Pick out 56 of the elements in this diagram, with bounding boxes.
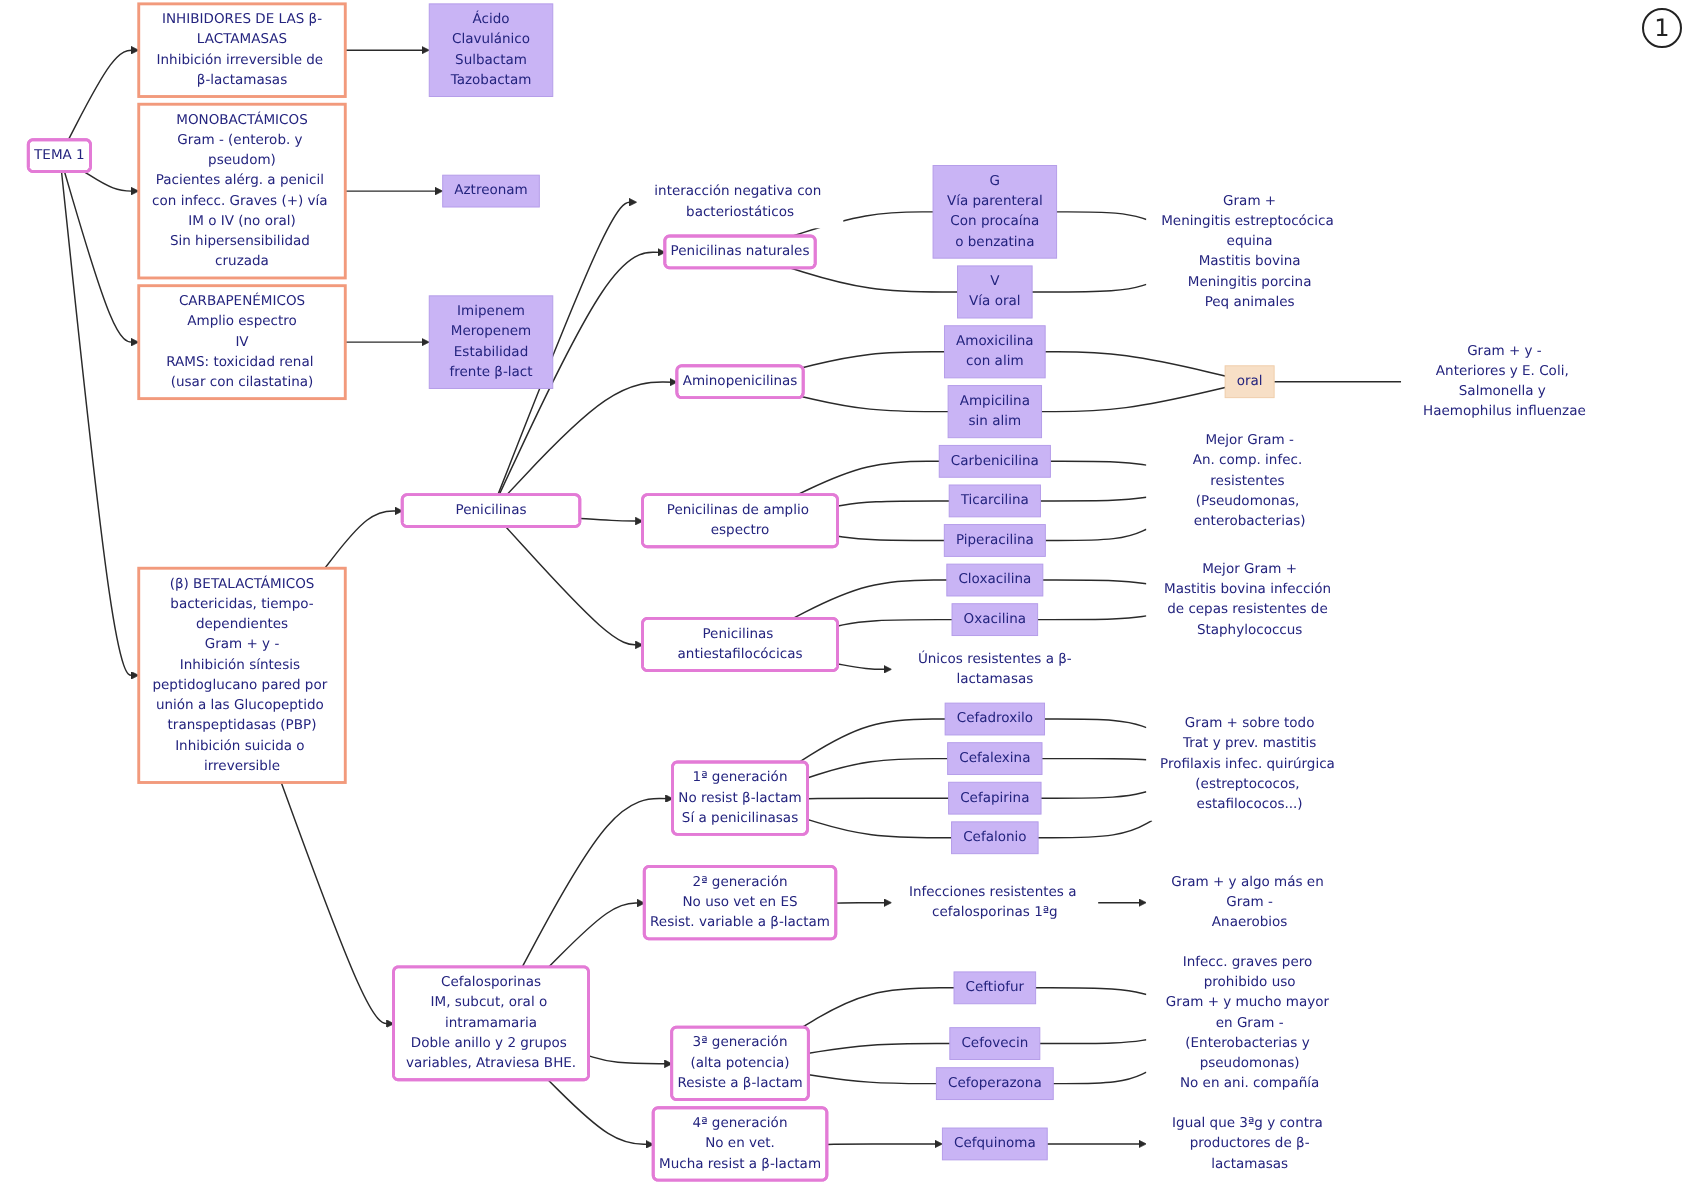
connector — [800, 987, 955, 1029]
connector — [1041, 757, 1148, 761]
connector — [837, 535, 946, 542]
arrow — [497, 197, 638, 496]
connector — [808, 1074, 938, 1085]
connector — [837, 618, 953, 627]
arrow — [344, 45, 430, 55]
arrow — [579, 516, 644, 526]
connector — [807, 757, 949, 779]
arrow — [588, 1055, 673, 1068]
arrow — [521, 794, 674, 969]
connector — [1042, 579, 1148, 585]
connector — [801, 351, 946, 369]
connector — [1273, 381, 1402, 383]
arrow — [547, 1079, 655, 1149]
connector — [1031, 283, 1148, 293]
connector — [1039, 1039, 1148, 1045]
connector — [837, 500, 950, 507]
arrow — [547, 898, 646, 969]
connector — [795, 460, 940, 496]
connector — [1044, 351, 1226, 377]
connector — [807, 797, 950, 800]
arrow — [344, 186, 444, 196]
arrow — [1097, 898, 1147, 907]
arrow — [505, 377, 678, 496]
connector — [1049, 460, 1148, 466]
arrow — [83, 171, 140, 196]
arrow — [344, 337, 430, 347]
connector — [1040, 386, 1226, 413]
connector — [1034, 987, 1148, 996]
connector — [1036, 615, 1148, 621]
arrow — [63, 171, 140, 347]
connector — [1044, 528, 1148, 542]
connector — [807, 818, 953, 839]
connector — [808, 1042, 951, 1054]
connector — [790, 267, 959, 293]
arrow — [67, 45, 140, 141]
connector — [1040, 791, 1148, 799]
arrow — [280, 781, 395, 1028]
arrow — [324, 506, 404, 569]
arrow — [60, 171, 140, 680]
connector — [798, 718, 946, 764]
page-number: 1 — [1642, 8, 1682, 48]
connector — [801, 396, 949, 413]
connector — [791, 579, 948, 620]
connector — [1037, 819, 1153, 839]
arrow — [826, 1139, 943, 1149]
connector — [1043, 718, 1148, 729]
arrow — [1046, 1139, 1147, 1149]
arrow — [835, 898, 892, 907]
arrow — [837, 663, 892, 674]
arrow — [505, 526, 644, 650]
connector — [1039, 496, 1148, 502]
connector — [1052, 1071, 1148, 1085]
arrow — [498, 248, 666, 496]
connector — [1055, 211, 1148, 221]
